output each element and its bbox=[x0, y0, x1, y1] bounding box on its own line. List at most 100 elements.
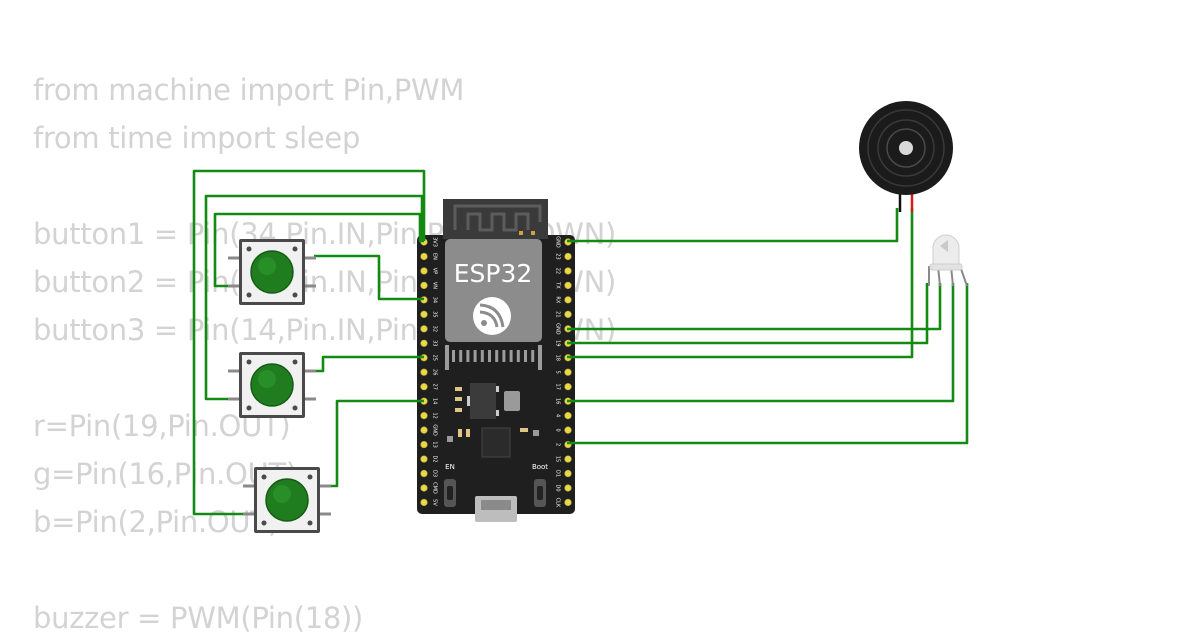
pin-pad-left-5v[interactable] bbox=[420, 498, 428, 507]
pin-pad-right-tx[interactable] bbox=[564, 281, 572, 290]
pin-pad-left-33[interactable] bbox=[420, 339, 428, 347]
pin-pad-right-4[interactable] bbox=[564, 412, 572, 420]
wire-led-gnd[interactable] bbox=[567, 283, 942, 331]
pin-pad-left-cmd[interactable] bbox=[420, 484, 428, 492]
wire-button2-3v3[interactable] bbox=[204, 194, 424, 401]
smd-pin bbox=[459, 350, 463, 362]
pin-label: GND bbox=[555, 236, 561, 248]
pin-pad-right-rx[interactable] bbox=[564, 296, 572, 304]
smd-pin bbox=[480, 350, 484, 362]
pin-pad-left-32[interactable] bbox=[420, 325, 428, 333]
pin-label: 19 bbox=[555, 340, 561, 346]
pin-pad-left-vp[interactable] bbox=[420, 267, 428, 275]
pin-label: D0 bbox=[555, 484, 561, 491]
smd-pin bbox=[509, 350, 513, 362]
pin-label: 16 bbox=[555, 398, 561, 404]
pin-pad-left-d2[interactable] bbox=[420, 455, 428, 463]
pin-label: 17 bbox=[555, 384, 561, 390]
wire-button3-3v3[interactable] bbox=[192, 169, 426, 516]
smd-pin bbox=[516, 350, 520, 362]
en-label: EN bbox=[445, 463, 455, 471]
wire-button2-gpio35[interactable] bbox=[316, 355, 424, 373]
pin-label: 5 bbox=[555, 371, 561, 374]
smd-pin-row bbox=[445, 345, 542, 370]
pin-pad-left-gnd[interactable] bbox=[420, 426, 428, 434]
pin-label: GND bbox=[432, 424, 438, 436]
pin-pad-right-clk[interactable] bbox=[564, 498, 572, 507]
pin-pad-right-0[interactable] bbox=[564, 426, 572, 434]
smd-pin bbox=[531, 350, 535, 362]
pin-label: TX bbox=[555, 281, 561, 289]
pin-label: VP bbox=[432, 268, 438, 274]
push-button-2[interactable] bbox=[228, 352, 316, 418]
pin-pad-left-35[interactable] bbox=[420, 310, 428, 318]
buzzer[interactable] bbox=[859, 101, 953, 212]
smd-pin bbox=[538, 345, 542, 370]
pin-pad-right-d1[interactable] bbox=[564, 469, 572, 478]
smd-pin bbox=[502, 350, 506, 362]
code-line: from time import sleep bbox=[33, 121, 361, 155]
pin-pad-right-15[interactable] bbox=[564, 455, 572, 463]
pin-pad-right-d0[interactable] bbox=[564, 484, 572, 492]
smd-pin bbox=[466, 350, 470, 362]
smd-pin bbox=[524, 350, 527, 362]
pin-label: CMD bbox=[432, 482, 438, 494]
wire-button1-gpio34[interactable] bbox=[314, 254, 424, 301]
pin-pad-right-22[interactable] bbox=[564, 267, 572, 275]
regulator-chip bbox=[470, 383, 496, 419]
pin-pad-left-en[interactable] bbox=[420, 252, 428, 261]
pin-label: 13 bbox=[432, 441, 438, 447]
wire-led-g-gpio16[interactable] bbox=[567, 283, 955, 403]
pin-label: 27 bbox=[432, 384, 438, 390]
wire-button3-gpio14[interactable] bbox=[320, 399, 424, 488]
pin-label: D3 bbox=[432, 470, 438, 477]
pin-label: VN bbox=[432, 282, 438, 289]
pin-pad-left-27[interactable] bbox=[420, 383, 428, 391]
pin-label: GND bbox=[555, 323, 561, 335]
pin-label: 5V bbox=[432, 499, 438, 506]
pin-pad-left-vn[interactable] bbox=[420, 281, 428, 290]
wire-buzzer-gpio18[interactable] bbox=[567, 208, 914, 359]
buzzer-center bbox=[899, 141, 913, 155]
pin-label: 22 bbox=[555, 268, 561, 274]
pin-label: D1 bbox=[555, 470, 561, 477]
pin-label: 33 bbox=[432, 340, 438, 346]
rf-shield bbox=[445, 239, 542, 342]
push-button-1[interactable] bbox=[228, 239, 316, 305]
pin-label: 34 bbox=[432, 297, 438, 303]
pin-label: 32 bbox=[432, 326, 438, 332]
wire-button1-3v3[interactable] bbox=[213, 212, 424, 288]
pin-label: 14 bbox=[432, 398, 438, 404]
pin-label: 26 bbox=[432, 369, 438, 375]
wire-buzzer-gnd[interactable] bbox=[567, 208, 899, 243]
pin-pad-left-d3[interactable] bbox=[420, 469, 428, 478]
smd-pin bbox=[445, 345, 449, 370]
pin-label: 23 bbox=[555, 253, 561, 259]
pin-pad-left-26[interactable] bbox=[420, 368, 428, 376]
smd-pin bbox=[452, 350, 455, 362]
espressif-logo-icon bbox=[473, 297, 511, 335]
pin-label: 18 bbox=[555, 355, 561, 361]
wire-led-b-gpio2[interactable] bbox=[567, 283, 969, 445]
pin-label: 3V3 bbox=[432, 237, 438, 247]
pin-pad-right-17[interactable] bbox=[564, 383, 572, 391]
pin-label: 15 bbox=[555, 456, 561, 462]
pin-pad-right-5[interactable] bbox=[564, 368, 572, 376]
pin-pad-right-21[interactable] bbox=[564, 310, 572, 318]
rgb-led[interactable] bbox=[928, 234, 968, 287]
pin-pad-right-23[interactable] bbox=[564, 252, 572, 261]
pin-label: 12 bbox=[432, 412, 438, 418]
smd-pin bbox=[473, 350, 477, 362]
pin-pad-left-13[interactable] bbox=[420, 440, 428, 449]
wire-led-r-gpio19[interactable] bbox=[567, 283, 929, 345]
pin-pad-left-12[interactable] bbox=[420, 412, 428, 420]
pin-label: EN bbox=[432, 253, 438, 260]
pin-label: 35 bbox=[432, 311, 438, 317]
pin-label: 2 bbox=[555, 443, 561, 446]
pin-label: 25 bbox=[432, 355, 438, 361]
push-button-3[interactable] bbox=[243, 467, 331, 533]
code-line: from machine import Pin,PWM bbox=[33, 73, 465, 107]
pin-label: CLK bbox=[555, 498, 561, 508]
